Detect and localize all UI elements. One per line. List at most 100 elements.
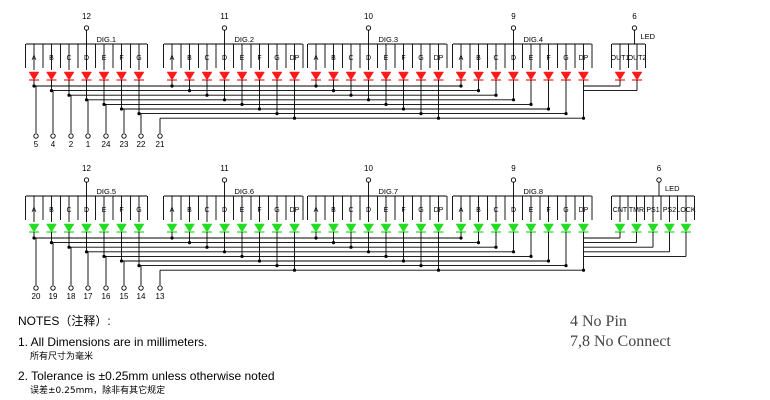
segment-label: F <box>257 55 261 62</box>
led-diode <box>201 71 213 81</box>
segment-label: OUT1 <box>611 55 630 62</box>
led-diode <box>490 223 502 233</box>
common-pin-number: 9 <box>511 12 516 21</box>
junction-dot <box>419 112 423 116</box>
segment-pin-number: 18 <box>67 292 76 301</box>
segment-label: A <box>459 55 464 62</box>
common-pin-number: 10 <box>364 164 373 173</box>
pin-notes: 4 No Pin 7,8 No Connect <box>570 313 671 350</box>
junction-dot <box>240 102 244 106</box>
junction-dot <box>546 107 551 111</box>
led-diode <box>201 223 213 233</box>
led-diode <box>63 71 75 81</box>
led-diode <box>525 223 537 233</box>
segment-pin-number: 17 <box>84 292 93 301</box>
led-diode <box>81 223 92 233</box>
led-diode <box>328 223 339 233</box>
junction-dot <box>222 98 227 102</box>
segment-label: E <box>384 207 389 214</box>
segment-label: C <box>66 207 71 214</box>
junction-dot <box>581 116 586 120</box>
segment-label: B <box>476 207 481 214</box>
pin-terminal <box>33 133 39 139</box>
segment-label: E <box>529 55 534 62</box>
segment-pin-number: 24 <box>102 140 111 149</box>
junction-dot <box>170 84 174 88</box>
led-diode <box>166 223 178 233</box>
junction-dot <box>314 84 318 88</box>
segment-label: B <box>331 207 336 214</box>
common-pin-terminal <box>83 177 90 183</box>
led-diode <box>508 71 519 81</box>
segment-label: LOCK <box>676 207 695 214</box>
led-diode <box>98 223 110 233</box>
led-diode <box>614 71 626 81</box>
led-diode <box>680 223 692 233</box>
junction-dot <box>84 98 89 102</box>
led-diode <box>310 223 322 233</box>
segment-label: G <box>274 55 279 62</box>
segment-label: E <box>102 55 107 62</box>
pin-terminal <box>103 285 109 291</box>
pin-note-no-pin: 4 No Pin <box>570 313 627 330</box>
note-2-text: 2. Tolerance is ±0.25mm unless otherwise… <box>18 369 275 383</box>
segment-label: D <box>366 207 371 214</box>
junction-dot <box>222 250 227 254</box>
common-pin-number: 12 <box>82 164 91 173</box>
led-diode <box>455 71 467 81</box>
segment-label: A <box>32 55 37 62</box>
common-pin-terminal <box>365 177 372 183</box>
segment-label: B <box>49 55 54 62</box>
note-2-chinese: 误差±0.25mm，除非有其它规定 <box>30 384 165 396</box>
led-diode <box>116 71 127 81</box>
segment-label: A <box>459 207 464 214</box>
pin-terminal <box>138 133 144 139</box>
led-diode <box>433 71 444 81</box>
led-diode <box>578 223 589 233</box>
segment-label: G <box>563 55 568 62</box>
led-diode <box>184 71 195 81</box>
led-diode <box>380 223 392 233</box>
segment-label: D <box>222 207 227 214</box>
junction-dot <box>384 254 388 258</box>
segment-label: C <box>348 207 353 214</box>
junction-dot <box>205 93 209 97</box>
junction-dot <box>494 93 498 97</box>
junction-dot <box>401 107 406 111</box>
common-pin-terminal <box>221 25 228 31</box>
segment-label: F <box>401 207 405 214</box>
junction-dot <box>187 241 192 245</box>
led-diode <box>310 71 322 81</box>
junction-dot <box>529 254 533 258</box>
led-diode <box>380 71 392 81</box>
led-diode <box>219 71 230 81</box>
led-diode <box>614 223 626 233</box>
junction-dot <box>401 259 406 263</box>
segment-pin-number: 14 <box>137 292 146 301</box>
segment-label: B <box>187 207 192 214</box>
led-diode <box>508 223 519 233</box>
segment-label: TMR <box>629 207 644 214</box>
pin-terminal <box>138 285 144 291</box>
led-diode <box>560 71 572 81</box>
led-diode <box>28 223 40 233</box>
segment-pin-number: 4 <box>51 140 56 149</box>
segment-pin-number: 19 <box>49 292 58 301</box>
led-diode <box>28 71 40 81</box>
junction-dot <box>331 89 336 93</box>
junction-dot <box>205 245 209 249</box>
segment-pin-number: 21 <box>156 140 165 149</box>
junction-dot <box>84 250 89 254</box>
led-diode <box>543 223 554 233</box>
segment-label: DP <box>579 55 589 62</box>
junction-dot <box>476 241 481 245</box>
common-pin-number: 11 <box>220 12 229 21</box>
